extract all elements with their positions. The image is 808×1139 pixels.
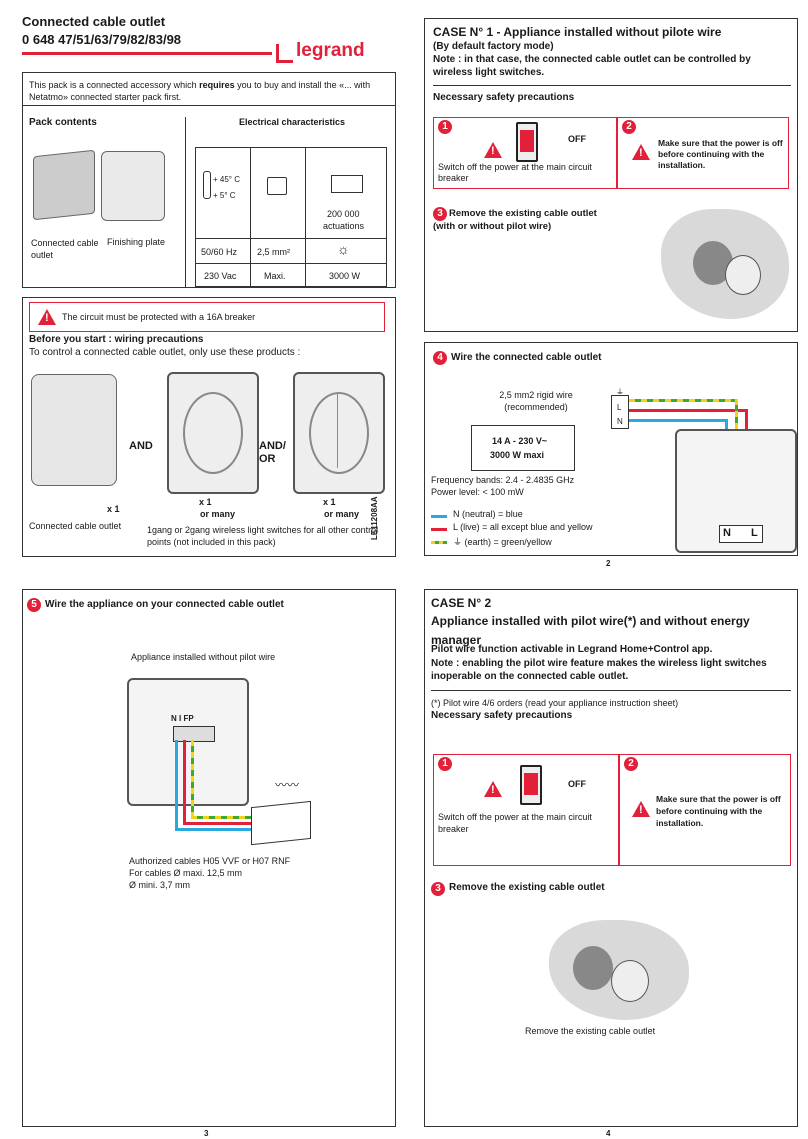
terminal-screw-icon [267,177,287,195]
case2-panel: CASE N° 2 Appliance installed with pilot… [424,589,798,1127]
step4-panel: 4 Wire the connected cable outlet 2,5 mm… [424,342,798,556]
cable-outlet-image [33,149,95,221]
case2-step2: 2 Make sure that the power is off before… [619,754,791,866]
finishing-plate-image [101,151,165,221]
case2-title: CASE N° 2 [431,596,492,610]
doc-reference: LE11208AA [370,496,379,540]
pack-contents-title: Pack contents [29,117,97,128]
breaker-warning: The circuit must be protected with a 16A… [29,302,385,332]
outlet-image [31,374,117,486]
legrand-logo-icon [276,44,293,63]
thermometer-icon [203,171,211,199]
case1-step2: 2 Make sure that the power is off before… [617,117,789,189]
breaker-switch-icon [520,765,542,805]
doc-refs: 0 648 47/51/63/79/82/83/98 [22,32,182,47]
warning-icon [632,801,650,817]
switch-1gang-image [167,372,259,494]
legend-live-swatch [431,528,447,531]
heater-icon [331,175,363,193]
title-rule [22,52,272,55]
legrand-logo: legrand [276,40,396,64]
warning-icon [632,144,650,160]
page-number-4: 4 [606,1129,611,1138]
earth-wire [629,399,737,402]
breaker-switch-icon [516,122,538,162]
pack-item-plate: Finishing plate [107,237,166,247]
case1-title: CASE N° 1 - Appliance installed without … [433,25,722,39]
precautions-panel: The circuit must be protected with a 16A… [22,297,396,557]
page-number-2: 2 [606,559,611,568]
warning-icon [484,142,502,158]
switch-2gang-image [293,372,385,494]
rating-box: 14 A - 230 V~ 3000 W maxi [471,425,575,471]
neutral-wire [629,419,727,422]
case2-step1: 1 OFF Switch off the power at the main c… [433,754,619,866]
warning-icon [484,781,502,797]
heat-waves-icon: 〰〰 [275,778,300,792]
pack-item-outlet: Connected cable outlet [31,238,99,260]
supply-terminals [611,395,629,429]
elec-title: Electrical characteristics [239,117,346,127]
case1-step1: 1 OFF Switch off the power at the main c… [433,117,617,189]
outlet-wiring-diagram [127,678,249,806]
case1-panel: CASE N° 1 - Appliance installed without … [424,18,798,332]
sun-icon: ☼ [337,241,350,257]
radiator-icon [251,800,311,846]
step5-panel: 5 Wire the appliance on your connected c… [22,589,396,1127]
doc-title: Connected cable outlet [22,14,166,29]
live-wire [629,409,747,412]
intro-text: This pack is a connected accessory which… [29,80,371,102]
warning-icon [38,309,56,325]
before-title: Before you start : wiring precautions [29,334,204,345]
legend-neutral-swatch [431,515,447,518]
legend-earth-swatch [431,541,447,544]
intro-panel: This pack is a connected accessory which… [22,72,396,288]
page-number-3: 3 [204,1129,209,1138]
